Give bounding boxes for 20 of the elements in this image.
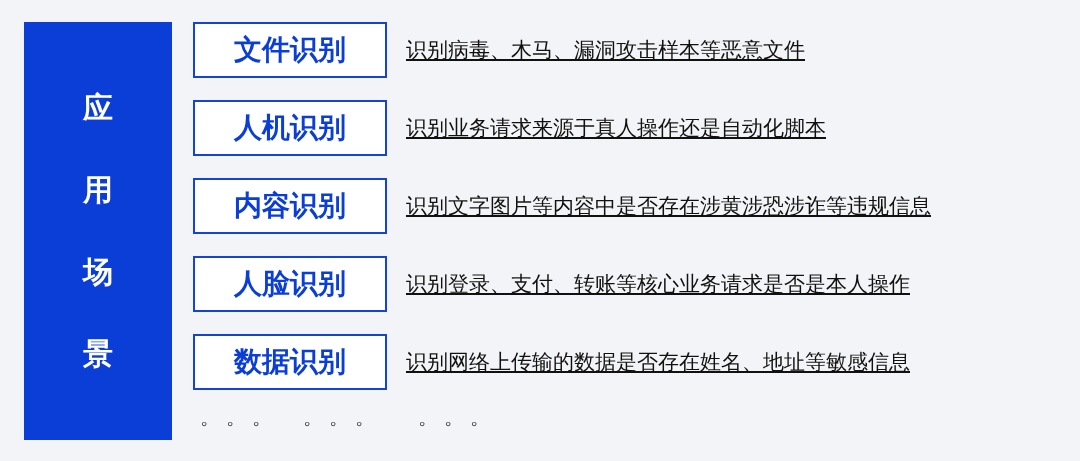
scenario-box — [193, 178, 387, 234]
scenario-title: 内容识别 — [234, 188, 346, 224]
description-text: 识别登录、支付、转账等核心业务请求是否是本人操作 — [406, 271, 910, 298]
ellipsis-text: 。。。 — [418, 404, 496, 431]
ellipsis-text: 。。。 — [200, 404, 278, 431]
scenario-title: 文件识别 — [234, 32, 346, 68]
description-text: 识别病毒、木马、漏洞攻击样本等恶意文件 — [406, 37, 805, 64]
scenario-box — [193, 334, 387, 390]
category-title: 应用场景 — [82, 89, 114, 373]
scenario-title: 人脸识别 — [234, 266, 346, 302]
category-band — [24, 22, 172, 440]
scenario-box — [193, 22, 387, 78]
scenario-title: 数据识别 — [234, 344, 346, 380]
description-text: 识别业务请求来源于真人操作还是自动化脚本 — [406, 115, 826, 142]
ellipsis-text: 。。。 — [303, 404, 381, 431]
description-text: 识别网络上传输的数据是否存在姓名、地址等敏感信息 — [406, 349, 910, 376]
scenario-title: 人机识别 — [234, 110, 346, 146]
description-text: 识别文字图片等内容中是否存在涉黄涉恐涉诈等违规信息 — [406, 193, 931, 220]
scenario-box — [193, 256, 387, 312]
scenario-box — [193, 100, 387, 156]
